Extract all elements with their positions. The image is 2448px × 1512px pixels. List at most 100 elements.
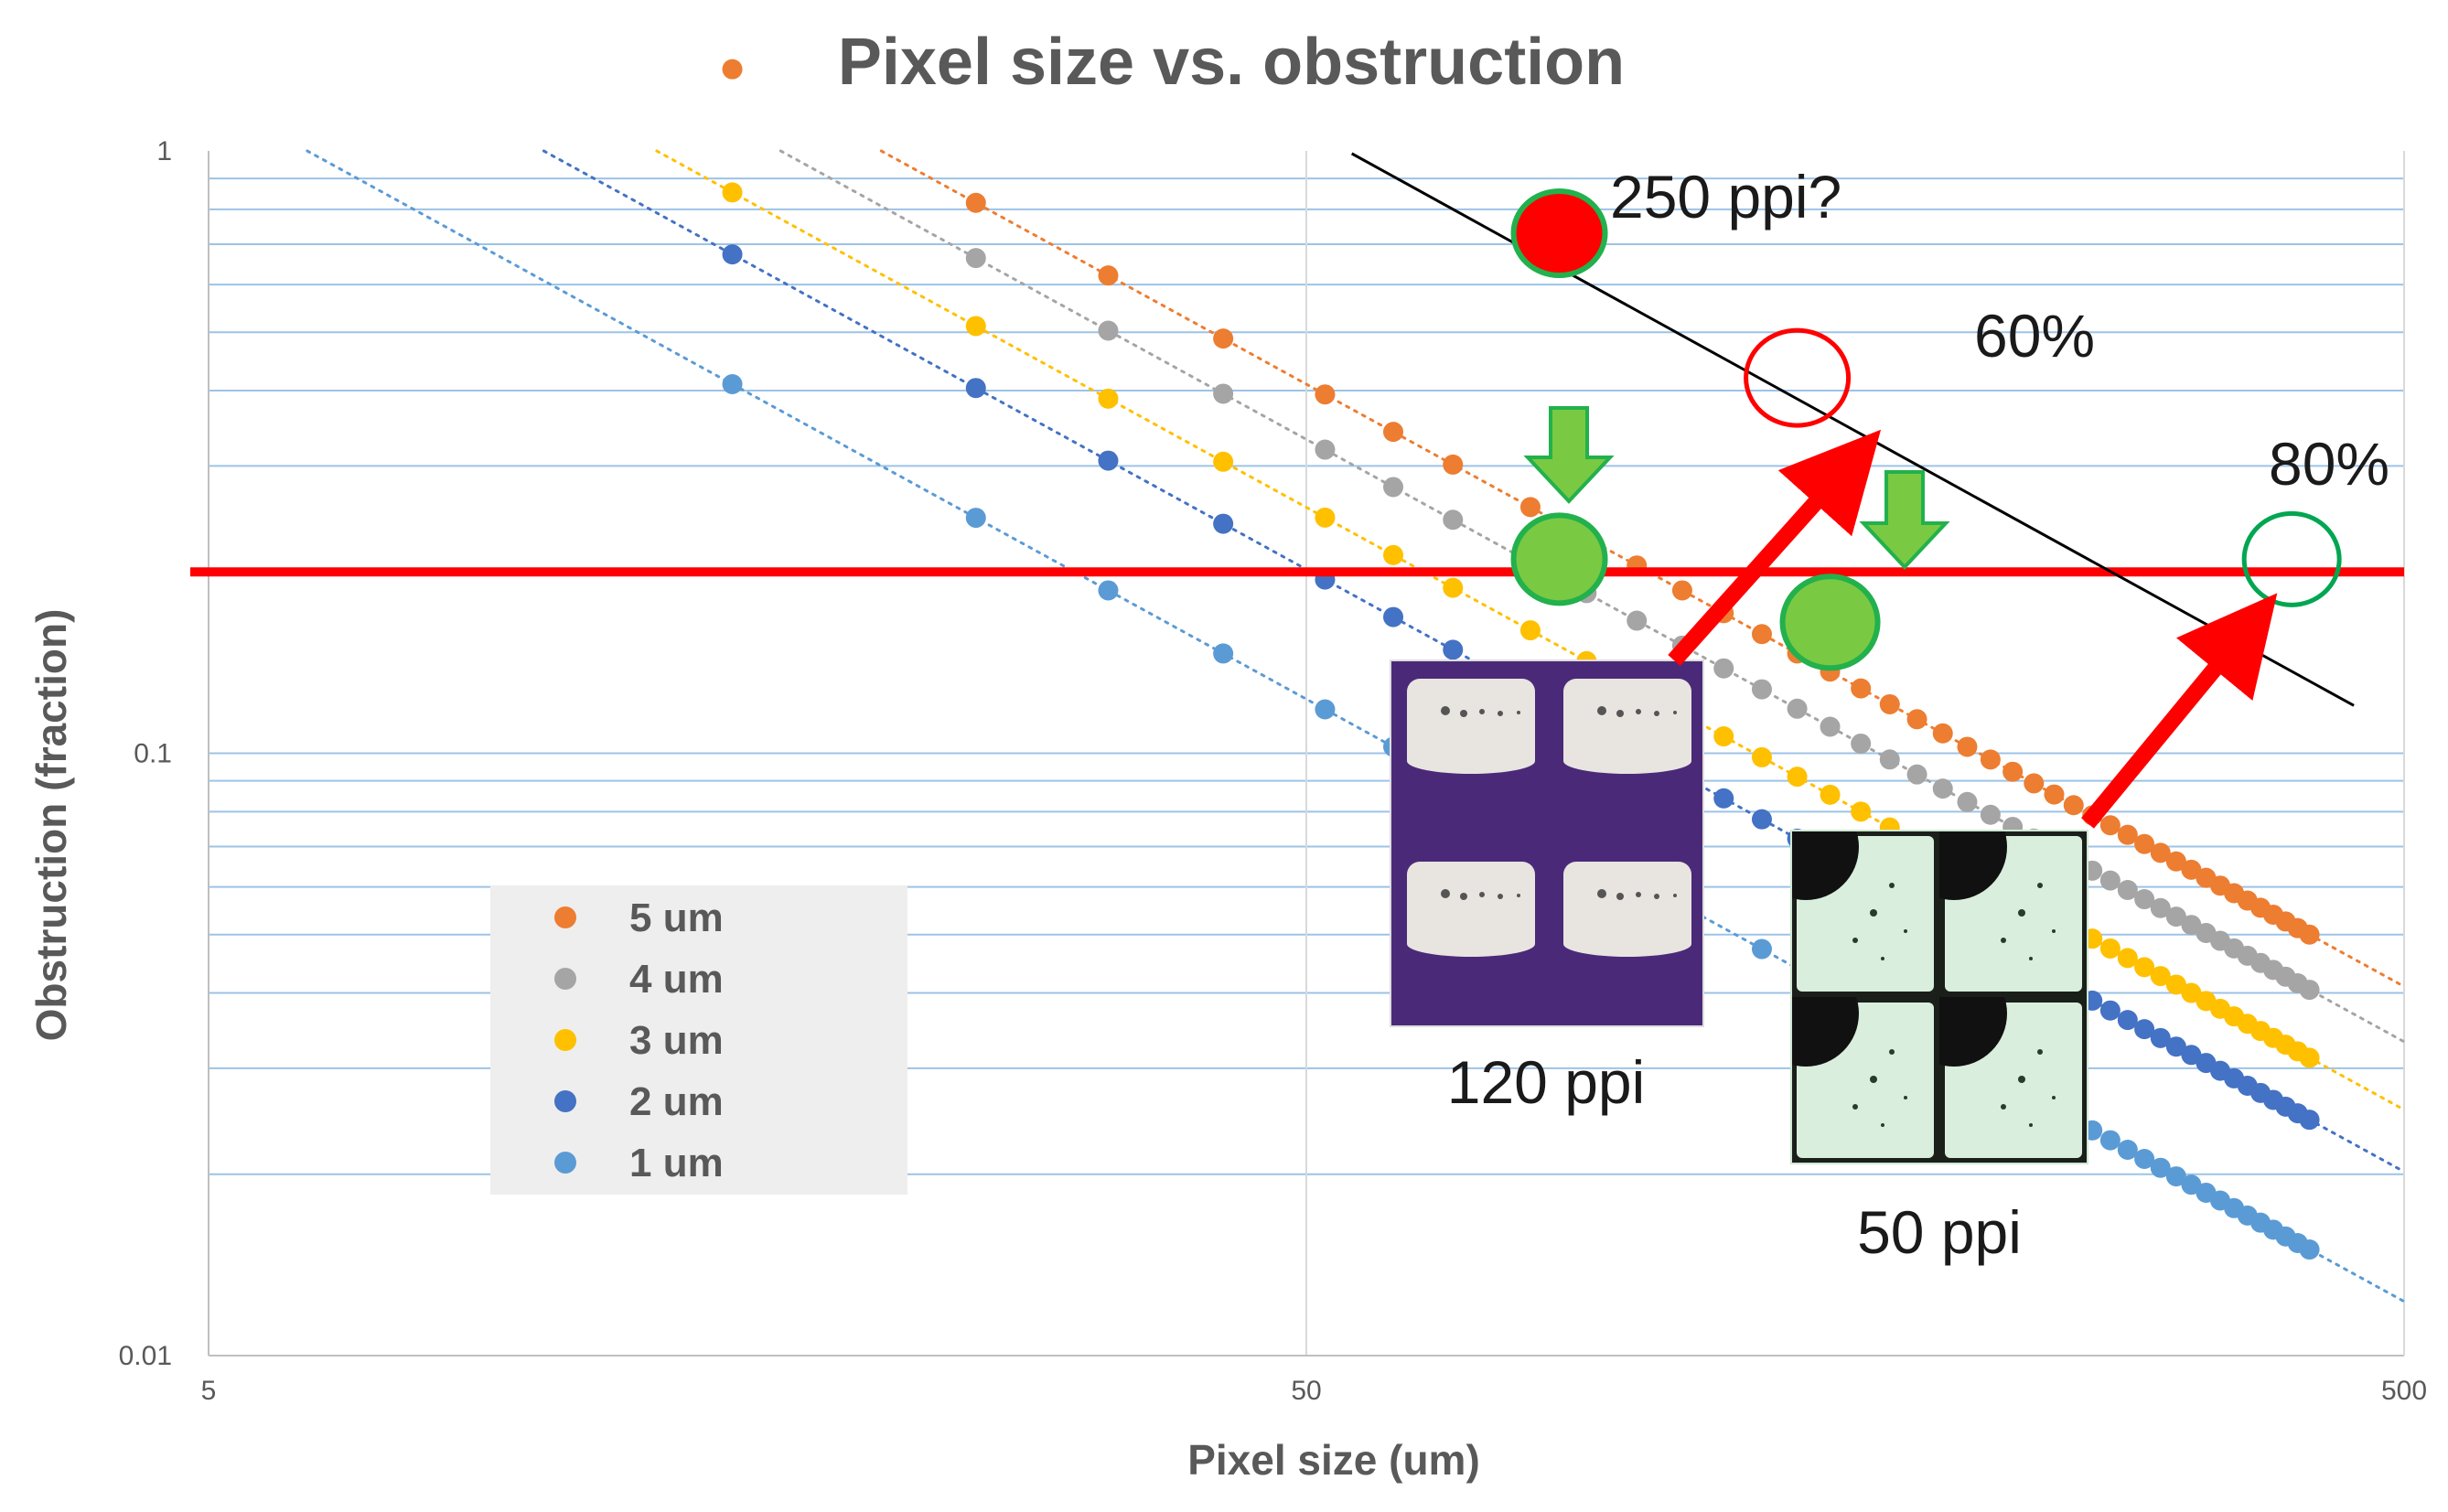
legend-marker	[554, 906, 576, 928]
point-5-um	[1957, 736, 1978, 757]
point-3-um	[1443, 577, 1464, 598]
open-circle-60	[1744, 327, 1852, 428]
point-3-um	[1713, 726, 1734, 747]
point-4-um	[1932, 778, 1953, 799]
annotation-shapes	[1510, 188, 2342, 671]
point-3-um	[1315, 507, 1336, 528]
point-1-um	[2150, 1157, 2171, 1178]
point-4-um	[1751, 679, 1772, 700]
legend-marker	[554, 1029, 576, 1051]
y-axis-title: Obstruction (fraction)	[27, 609, 75, 1042]
x-tick-label: 5	[201, 1376, 217, 1406]
point-3-um	[2134, 957, 2155, 978]
point-2-um	[2117, 1010, 2138, 1031]
y-tick-label: 0.01	[119, 1341, 172, 1371]
point-5-um	[2150, 842, 2171, 863]
y-tick-label: 0.1	[134, 739, 172, 769]
point-4-um	[1098, 320, 1119, 341]
point-3-um	[1851, 801, 1872, 822]
point-5-um	[1098, 265, 1119, 286]
point-4-um	[1957, 791, 1978, 812]
point-1-um	[1751, 938, 1772, 960]
point-4-um	[1787, 698, 1808, 719]
point-3-um	[1787, 767, 1808, 788]
point-5-um	[1383, 422, 1404, 443]
legend-label: 5 um	[629, 895, 724, 940]
point-4-um	[2134, 889, 2155, 910]
point-2-um	[2181, 1045, 2202, 1066]
y-tick-label: 1	[156, 136, 172, 166]
point-3-um	[2150, 966, 2171, 987]
point-5-um	[2044, 784, 2065, 805]
open-circle-80	[2241, 510, 2342, 607]
point-2-um	[2099, 1000, 2121, 1021]
green-circle-2	[1779, 574, 1881, 671]
point-4-um	[1627, 610, 1648, 631]
point-5-um	[722, 59, 743, 80]
label-60-percent: 60%	[1974, 302, 2095, 370]
point-3-um	[1820, 784, 1841, 805]
point-3-um	[722, 182, 743, 203]
point-1-um	[1098, 580, 1119, 601]
point-4-um	[1315, 439, 1336, 460]
point-2-um	[2165, 1036, 2186, 1057]
point-3-um	[1751, 746, 1772, 767]
chart-title: Pixel size vs. obstruction	[838, 26, 1625, 99]
point-2-um	[1443, 639, 1464, 660]
point-3-um	[1519, 620, 1541, 641]
point-5-um	[1315, 384, 1336, 405]
legend: 5 um4 um3 um2 um1 um	[490, 885, 907, 1195]
label-120-ppi: 120 ppi	[1447, 1048, 1646, 1116]
point-1-um	[1315, 699, 1336, 720]
point-2-um	[2299, 1110, 2320, 1131]
point-2-um	[722, 244, 743, 265]
point-5-um	[2099, 815, 2121, 836]
point-2-um	[965, 378, 986, 399]
legend-label: 4 um	[629, 957, 724, 1002]
point-2-um	[1213, 513, 1234, 534]
point-3-um	[2181, 982, 2202, 1003]
point-2-um	[1713, 788, 1734, 809]
point-1-um	[2165, 1166, 2186, 1187]
red-arrow-2	[2081, 593, 2278, 829]
inset-photo-120ppi	[1390, 659, 1704, 1027]
point-5-um	[1932, 723, 1953, 744]
point-4-um	[1906, 764, 1927, 785]
point-5-um	[1443, 454, 1464, 475]
legend-marker	[554, 1152, 576, 1174]
point-3-um	[1098, 388, 1119, 409]
red-arrow-1	[1668, 429, 1882, 667]
label-80-percent: 80%	[2269, 430, 2389, 498]
point-1-um	[1213, 643, 1234, 664]
legend-label: 2 um	[629, 1079, 724, 1124]
inset-photo-50ppi	[1790, 830, 2088, 1164]
legend-marker	[554, 1090, 576, 1112]
point-4-um	[2117, 880, 2138, 901]
green-down-arrow-1	[1523, 406, 1615, 504]
point-5-um	[2063, 795, 2084, 816]
green-down-arrow-2	[1859, 470, 1950, 570]
point-5-um	[965, 192, 986, 213]
point-4-um	[1980, 804, 2001, 825]
point-3-um	[2117, 948, 2138, 969]
point-1-um	[965, 508, 986, 529]
point-1-um	[2099, 1130, 2121, 1151]
point-3-um	[965, 316, 986, 337]
point-5-um	[1980, 749, 2001, 770]
point-4-um	[2165, 906, 2186, 928]
point-5-um	[1879, 693, 1900, 714]
point-1-um	[2134, 1149, 2155, 1170]
point-3-um	[2165, 974, 2186, 995]
point-2-um	[2150, 1027, 2171, 1048]
point-5-um	[2024, 773, 2045, 794]
point-1-um	[2299, 1239, 2320, 1260]
label-50-ppi: 50 ppi	[1857, 1198, 2022, 1266]
point-4-um	[1820, 716, 1841, 737]
point-3-um	[1383, 544, 1404, 565]
point-2-um	[2134, 1019, 2155, 1040]
green-circle-1	[1510, 512, 1608, 606]
point-2-um	[1098, 450, 1119, 471]
legend-label: 3 um	[629, 1018, 724, 1063]
